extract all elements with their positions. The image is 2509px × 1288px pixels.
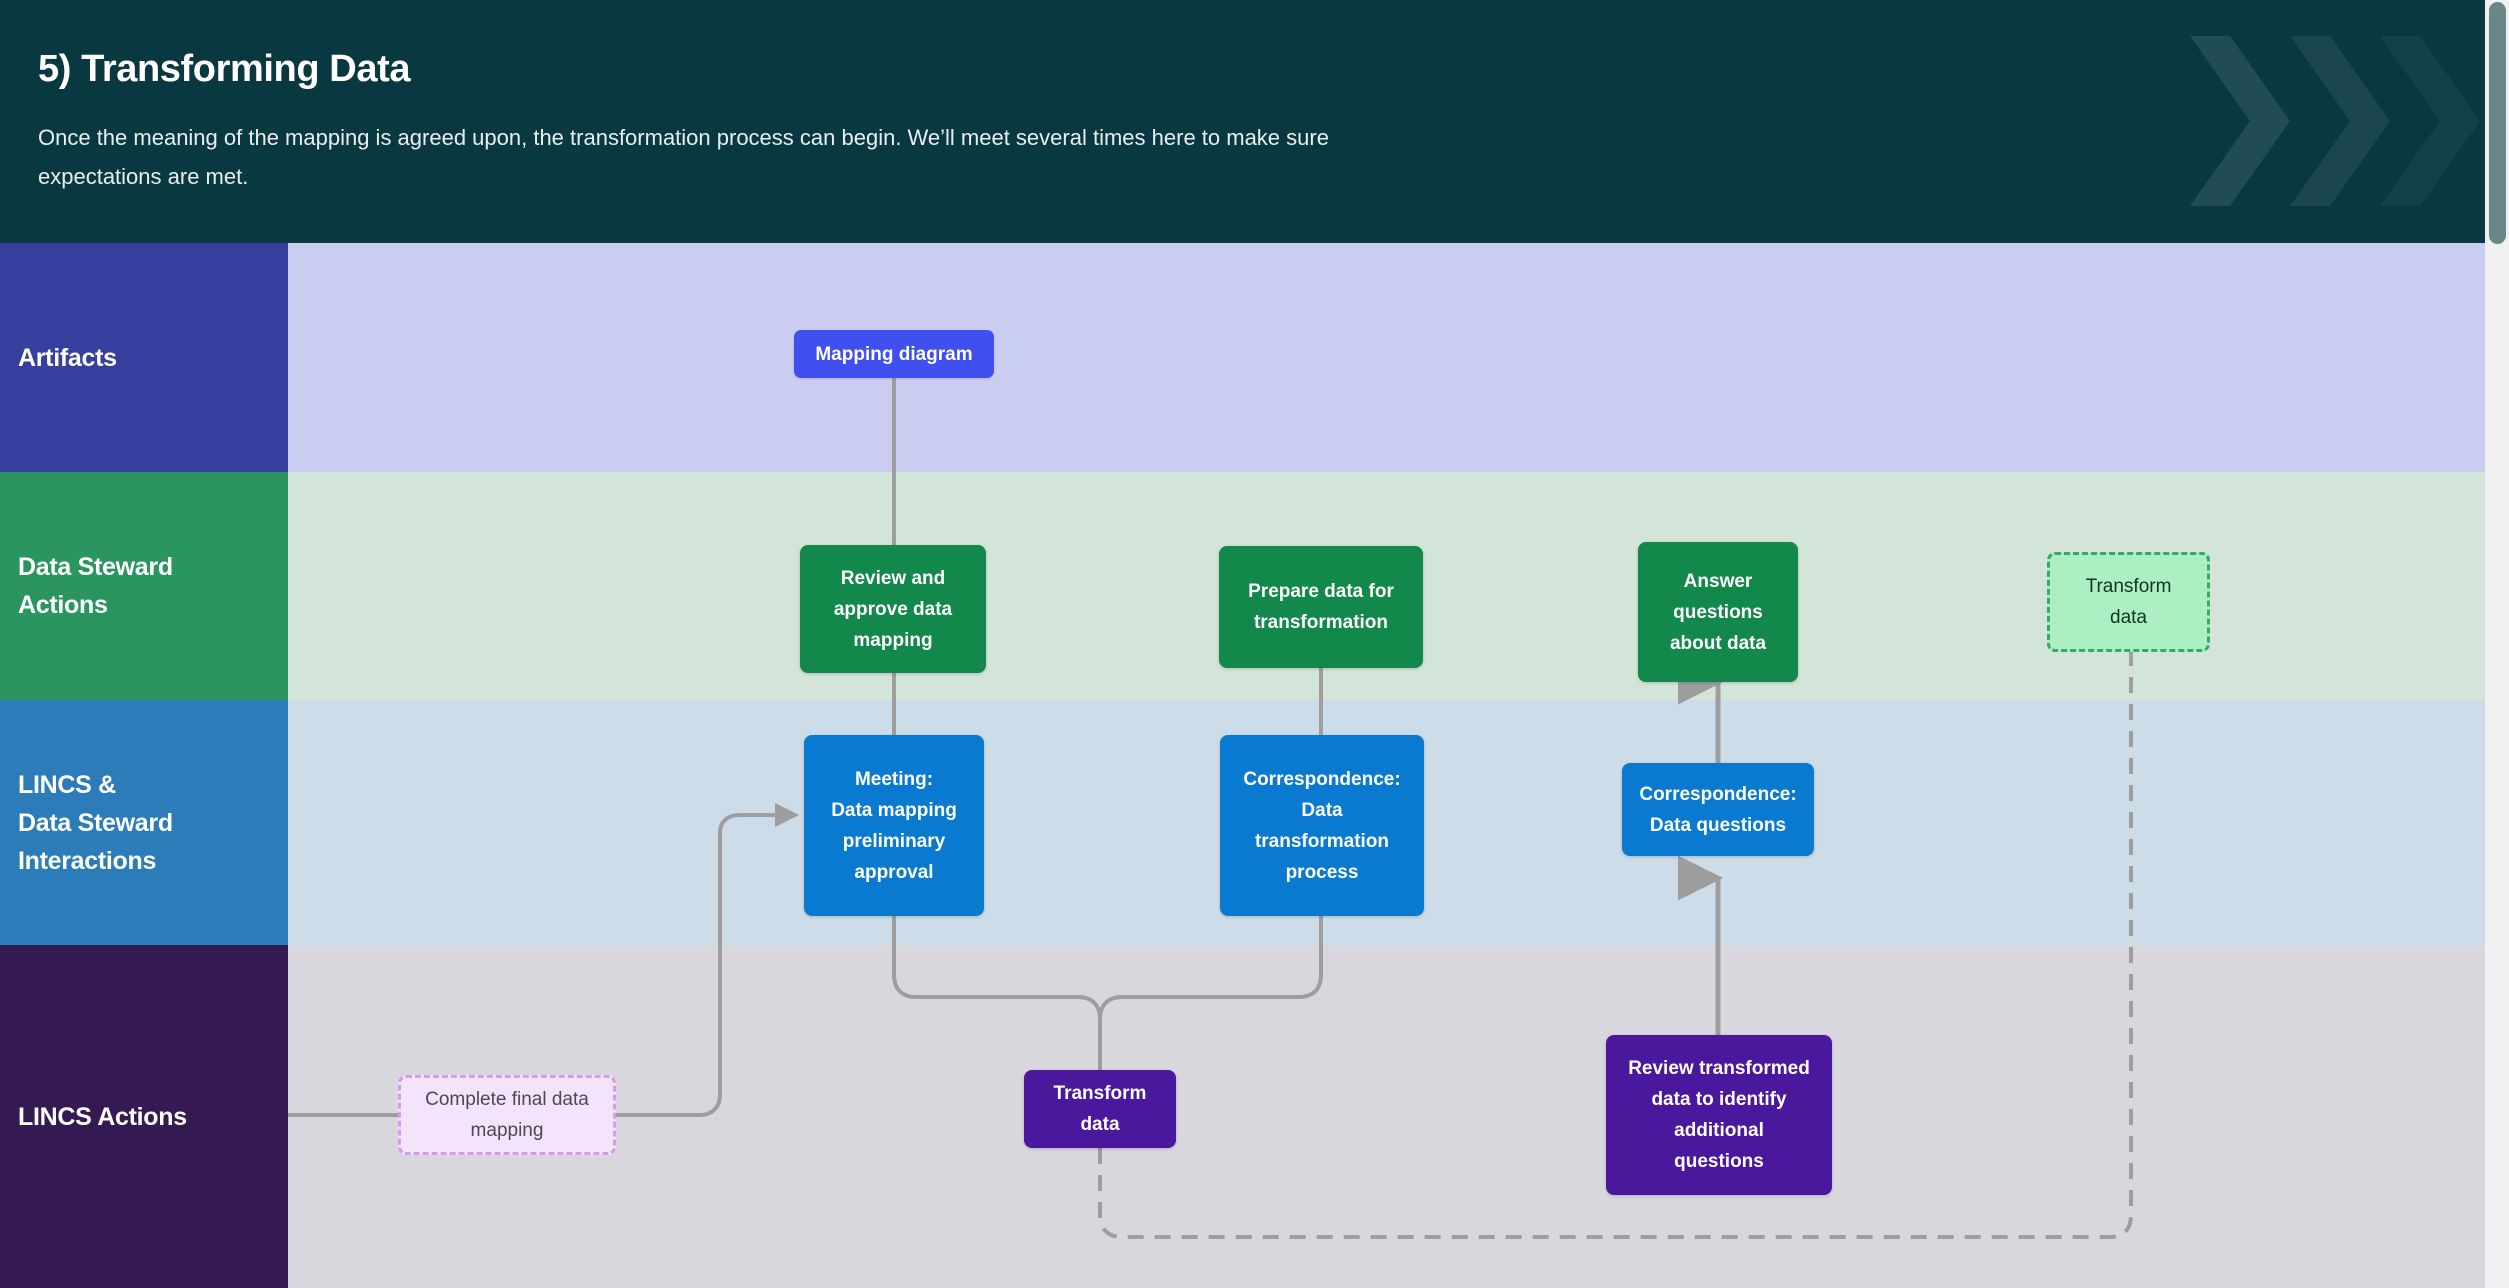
node-review-line-3: mapping <box>853 629 933 651</box>
node-mapping-diagram[interactable]: Mapping diagram <box>794 330 994 378</box>
node-meeting-line-1: Meeting: <box>854 768 934 790</box>
node-transform-data-lincs[interactable]: Transform data <box>1024 1070 1176 1148</box>
vertical-scrollbar-track[interactable] <box>2485 0 2509 1288</box>
node-review-transformed-line-2: data to identify <box>1651 1089 1787 1110</box>
swimlane-label-lincs-actions-text: LINCS Actions <box>18 1102 187 1131</box>
node-transform-steward-line-2: data <box>2110 607 2147 628</box>
node-review-line-1: Review and <box>840 567 946 589</box>
vertical-scrollbar-thumb[interactable] <box>2489 2 2506 244</box>
node-correspondence-data-transformation-process[interactable]: Correspondence: Data transformation process <box>1220 735 1424 916</box>
swimlane-body-artifacts <box>288 243 2485 472</box>
node-complete-line-1: Complete final data <box>425 1089 589 1110</box>
label-line-1: Data Steward <box>18 553 173 581</box>
node-answer-questions-about-data[interactable]: Answer questions about data <box>1638 542 1798 682</box>
node-corr-transform-line-2: Data <box>1301 799 1343 821</box>
swimlane-body-lincs-actions <box>288 945 2485 1288</box>
node-corr-questions-line-2: Data questions <box>1649 814 1787 836</box>
swimlane-artifacts: Artifacts <box>0 243 2485 472</box>
swimlane-lincs-actions: LINCS Actions <box>0 945 2485 1288</box>
node-review-and-approve-data-mapping[interactable]: Review and approve data mapping <box>800 545 986 673</box>
node-prepare-line-1: Prepare data for <box>1248 581 1394 602</box>
page-header: 5) Transforming Data Once the meaning of… <box>0 0 2485 243</box>
swimlane-label-lincs-actions: LINCS Actions <box>0 945 288 1288</box>
node-corr-transform-line-3: transformation <box>1254 830 1390 852</box>
node-mapping-diagram-label: Mapping diagram <box>815 343 973 365</box>
label-line-1: LINCS & <box>18 770 116 799</box>
node-review-line-2: approve data <box>833 598 953 620</box>
node-meeting-line-4: approval <box>854 861 934 883</box>
label-line-2: Data Steward <box>18 808 173 837</box>
label-line-3: Interactions <box>18 846 157 875</box>
node-answer-line-2: questions <box>1673 601 1763 623</box>
node-review-transformed-line-3: additional <box>1674 1120 1764 1141</box>
node-complete-final-data-mapping[interactable]: Complete final data mapping <box>398 1075 616 1155</box>
node-transform-lincs-line-1: Transform <box>1053 1083 1147 1104</box>
node-transform-lincs-line-2: data <box>1080 1114 1120 1135</box>
node-corr-questions-line-1: Correspondence: <box>1639 783 1797 805</box>
node-prepare-data-for-transformation[interactable]: Prepare data for transformation <box>1219 546 1423 668</box>
node-review-transformed-line-1: Review transformed <box>1628 1058 1810 1079</box>
node-meeting-data-mapping-preliminary-approval[interactable]: Meeting: Data mapping preliminary approval <box>804 735 984 916</box>
node-review-transformed-line-4: questions <box>1674 1151 1764 1172</box>
page-title: 5) Transforming Data <box>38 48 411 90</box>
node-meeting-line-3: preliminary <box>842 830 946 852</box>
node-transform-steward-line-1: Transform <box>2085 576 2172 597</box>
swimlane-label-artifacts-text: Artifacts <box>18 343 117 372</box>
node-correspondence-data-questions[interactable]: Correspondence: Data questions <box>1622 763 1814 856</box>
node-corr-transform-line-4: process <box>1285 861 1359 883</box>
node-prepare-line-2: transformation <box>1253 612 1389 633</box>
node-answer-line-1: Answer <box>1683 570 1753 592</box>
page-subtitle: Once the meaning of the mapping is agree… <box>38 125 1329 189</box>
node-meeting-line-2: Data mapping <box>831 799 957 821</box>
node-answer-line-3: about data <box>1669 632 1767 654</box>
node-review-transformed-data[interactable]: Review transformed data to identify additi… <box>1606 1035 1832 1195</box>
swimlane-label-artifacts: Artifacts <box>0 243 288 472</box>
label-line-2: Actions <box>18 591 108 619</box>
node-complete-line-2: mapping <box>470 1120 544 1141</box>
node-transform-data-steward-ghost[interactable]: Transform data <box>2047 552 2210 652</box>
node-corr-transform-line-1: Correspondence: <box>1243 768 1401 790</box>
